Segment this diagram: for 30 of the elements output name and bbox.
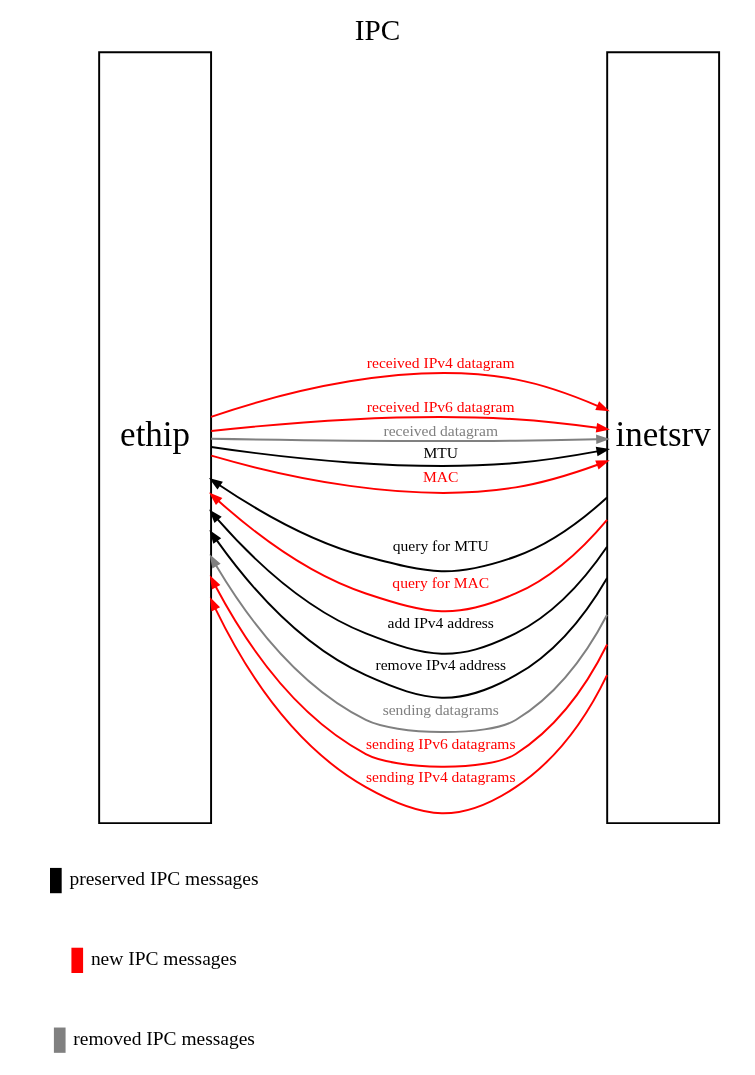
arrow [210, 372, 610, 418]
edge-label: MTU [423, 443, 459, 461]
edge-label: received datagram [383, 421, 499, 439]
edge-label: sending datagrams [382, 700, 499, 718]
arrow [210, 416, 610, 433]
edge-label: remove IPv4 address [375, 656, 507, 674]
legend-label: preserved IPC messages [69, 868, 259, 890]
edge-label: received IPv6 datagram [366, 398, 515, 416]
edge-label: add IPv4 address [387, 614, 494, 632]
node-box: ethip [98, 51, 213, 825]
arrow [210, 446, 611, 467]
edge-label: sending IPv6 datagrams [365, 734, 516, 752]
arrow [210, 434, 610, 445]
diagram-title: IPC [354, 13, 401, 46]
legend-label: new IPC messages [90, 948, 237, 970]
edge-label: received IPv4 datagram [366, 354, 515, 372]
arrow [209, 554, 609, 734]
edge-label: query for MAC [392, 574, 490, 592]
arrow [209, 575, 609, 768]
arrow [208, 477, 609, 573]
arrow [210, 454, 610, 494]
node-box: inetsrv [606, 51, 721, 825]
arrow [209, 492, 609, 613]
arrow [209, 529, 609, 699]
edge-label: sending IPv4 datagrams [365, 768, 516, 786]
legend-label: removed IPC messages [73, 1028, 255, 1050]
arrow [209, 597, 608, 815]
edge-label: MAC [423, 468, 459, 486]
arrow [209, 509, 608, 655]
edge-label: query for MTU [392, 537, 489, 555]
